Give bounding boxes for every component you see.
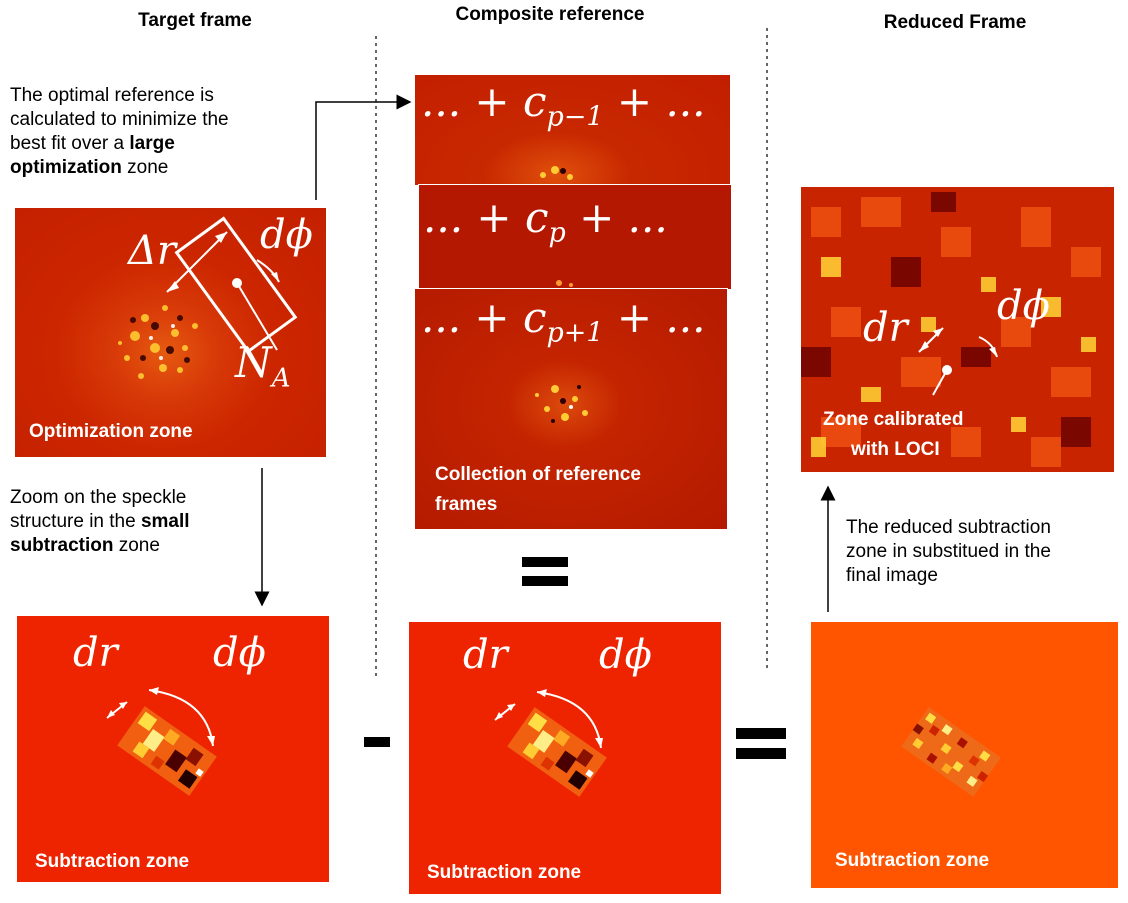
target-dr-label: dr [73, 630, 118, 676]
equals-operator-bottom-bar [522, 576, 568, 586]
reference-dr-label: dr [463, 632, 508, 678]
ref-term-pre: ... + c [423, 193, 549, 242]
na-subscript: A [271, 363, 291, 394]
note-text: best fit over a [10, 133, 130, 154]
note-text: zone [121, 157, 169, 178]
subtraction-zone-reference-image [494, 689, 607, 797]
ref-term-sub: p+1 [546, 317, 604, 349]
ref-term-bottom: ... + cp+1 + ... [421, 293, 706, 348]
zone-calibrated-line1: Zone calibrated [823, 409, 964, 430]
note-line: structure in the small [10, 510, 270, 534]
note-bold: optimization [10, 157, 122, 178]
reference-frame-top-image [540, 166, 573, 180]
minus-operator [364, 737, 390, 747]
note-line: best fit over a large [10, 132, 310, 156]
optimization-box [174, 216, 298, 354]
zone-calibrated-line2: with LOCI [851, 439, 940, 460]
note-bold: small [140, 511, 190, 532]
optimization-zone-panel: Δr dϕ NA Optimization zone [15, 208, 326, 457]
ref-term-pre: ... + c [421, 77, 547, 126]
reference-frame-top: ... + cp−1 + ... [415, 75, 730, 185]
note-optimal-reference: The optimal reference is calculated to m… [10, 84, 310, 180]
reference-dphi-label: dϕ [599, 632, 652, 678]
equals-operator-right-top-bar [736, 728, 786, 739]
subtraction-zone-target: dr dϕ Subtraction zone [17, 616, 329, 882]
note-text: structure in the [10, 511, 141, 532]
reduced-dphi-label: dϕ [997, 283, 1050, 329]
collection-label-line1: Collection of reference [435, 464, 641, 485]
reduced-frame-panel: dr dϕ Zone calibrated with LOCI [801, 187, 1114, 472]
note-line: The optimal reference is [10, 85, 214, 106]
subtraction-zone-reference: dr dϕ Subtraction zone [409, 622, 721, 894]
reduced-frame-image [801, 192, 1101, 467]
note-line: The reduced subtraction [846, 517, 1051, 538]
column-title-composite: Composite reference [455, 4, 645, 25]
reduced-dr-label: dr [863, 305, 908, 351]
subtraction-zone-reduced-image [901, 707, 1001, 797]
equals-operator-top-bar [522, 557, 568, 567]
note-line: Zoom on the speckle [10, 487, 187, 508]
subtraction-zone-label: Subtraction zone [835, 850, 990, 871]
subtraction-zone-target-image [106, 687, 217, 796]
note-reduced-subtraction: The reduced subtraction zone in substitu… [846, 516, 1126, 588]
dphi-label: dϕ [260, 212, 313, 258]
ref-term-post: + ... [603, 77, 706, 126]
note-line: final image [846, 565, 938, 586]
ref-term-post: + ... [603, 293, 706, 342]
ref-term-sub: p−1 [546, 101, 604, 133]
reference-frame-mid-image [556, 280, 573, 287]
delta-r-label: Δr [128, 228, 177, 274]
subtraction-zone-label: Subtraction zone [427, 862, 582, 883]
arrow-to-composite [315, 94, 412, 200]
target-dphi-label: dϕ [213, 630, 266, 676]
note-line: optimization zone [10, 156, 310, 180]
subtraction-zone-reduced: Subtraction zone [811, 622, 1118, 888]
collection-label-line2: frames [435, 494, 498, 515]
optimization-zone-label: Optimization zone [29, 421, 193, 442]
ref-term-top: ... + cp−1 + ... [421, 77, 706, 132]
na-label: NA [235, 338, 291, 393]
equals-operator-right-bottom-bar [736, 748, 786, 759]
reference-frame-bottom: ... + cp+1 + ... Collection of reference… [414, 288, 728, 530]
note-line: calculated to minimize the [10, 109, 229, 130]
ref-term-sub: p [548, 217, 566, 249]
column-title-target: Target frame [138, 10, 252, 31]
na-base: N [235, 338, 272, 387]
note-line: subtraction zone [10, 534, 270, 558]
note-bold: subtraction [10, 535, 114, 556]
reference-frame-bottom-image [535, 385, 588, 423]
ref-term-mid: ... + cp + ... [423, 193, 668, 248]
ref-term-post: + ... [565, 193, 668, 242]
column-title-reduced: Reduced Frame [883, 12, 1027, 33]
ref-term-pre: ... + c [421, 293, 547, 342]
note-zoom: Zoom on the speckle structure in the sma… [10, 486, 270, 558]
note-bold: large [129, 133, 175, 154]
subtraction-zone-label: Subtraction zone [35, 851, 190, 872]
note-text: zone [113, 535, 160, 556]
speckle-halo-image [118, 216, 298, 379]
reference-frame-mid: ... + cp + ... [418, 184, 732, 290]
note-line: zone in substitued in the [846, 541, 1051, 562]
